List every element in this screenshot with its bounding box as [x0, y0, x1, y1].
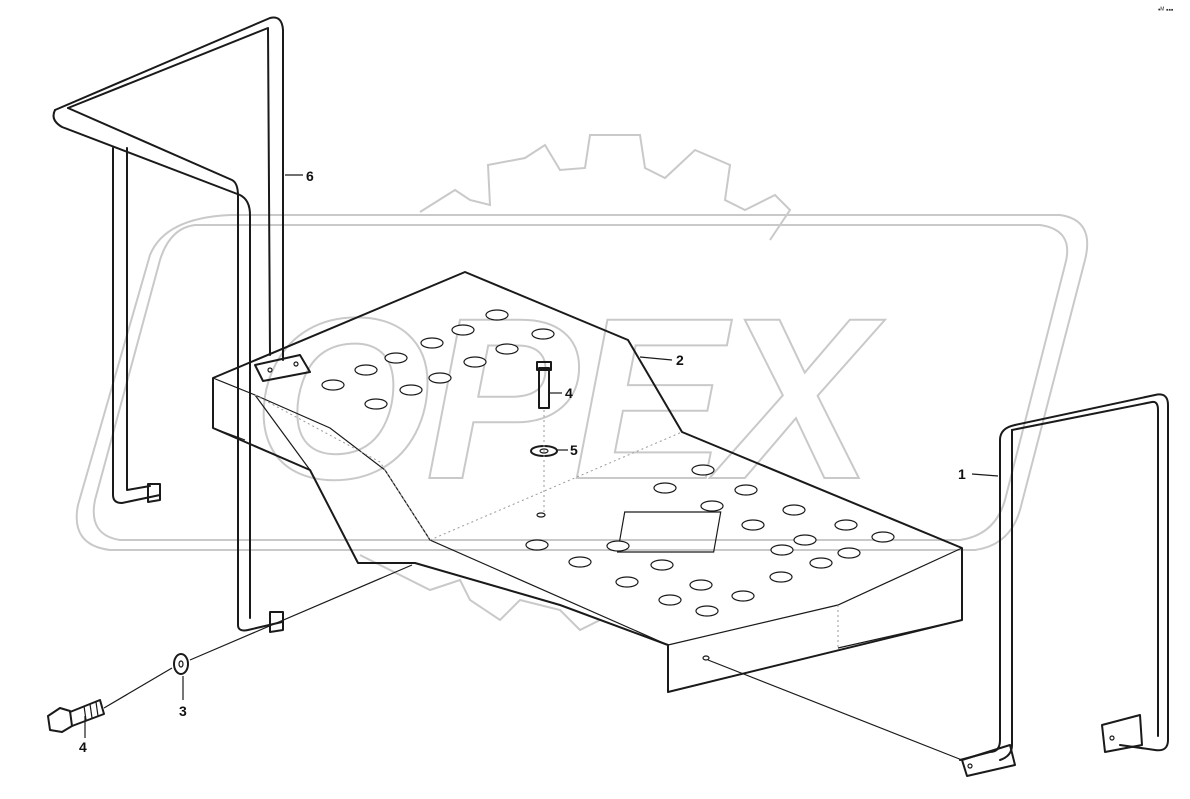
callout-2: 2 [639, 352, 684, 368]
platform-plate [212, 271, 963, 693]
svg-text:1: 1 [958, 466, 966, 482]
watermark-logo: OPEX [75, 134, 1089, 632]
watermark-text: OPEX [252, 270, 885, 527]
right-handrail [959, 393, 1169, 777]
bottom-bolt-axis [103, 564, 413, 709]
callout-5: 5 [557, 442, 578, 458]
svg-text:6: 6 [306, 168, 314, 184]
callout-4-bottom: 4 [79, 716, 87, 755]
callout-1: 1 [958, 466, 999, 482]
svg-text:4: 4 [565, 385, 573, 401]
callout-4-top: 4 [550, 385, 573, 401]
left-handrail [52, 16, 311, 633]
svg-text:4: 4 [79, 739, 87, 755]
corner-mark: •ᴹ ▪▪▪ [1158, 7, 1174, 14]
callout-3: 3 [179, 676, 187, 719]
bottom-bolt [47, 699, 105, 733]
svg-text:3: 3 [179, 703, 187, 719]
callout-6: 6 [285, 168, 314, 184]
svg-text:2: 2 [676, 352, 684, 368]
top-bolt [536, 361, 552, 409]
svg-text:5: 5 [570, 442, 578, 458]
right-rail-axis [707, 659, 963, 761]
bottom-washer [173, 653, 189, 675]
